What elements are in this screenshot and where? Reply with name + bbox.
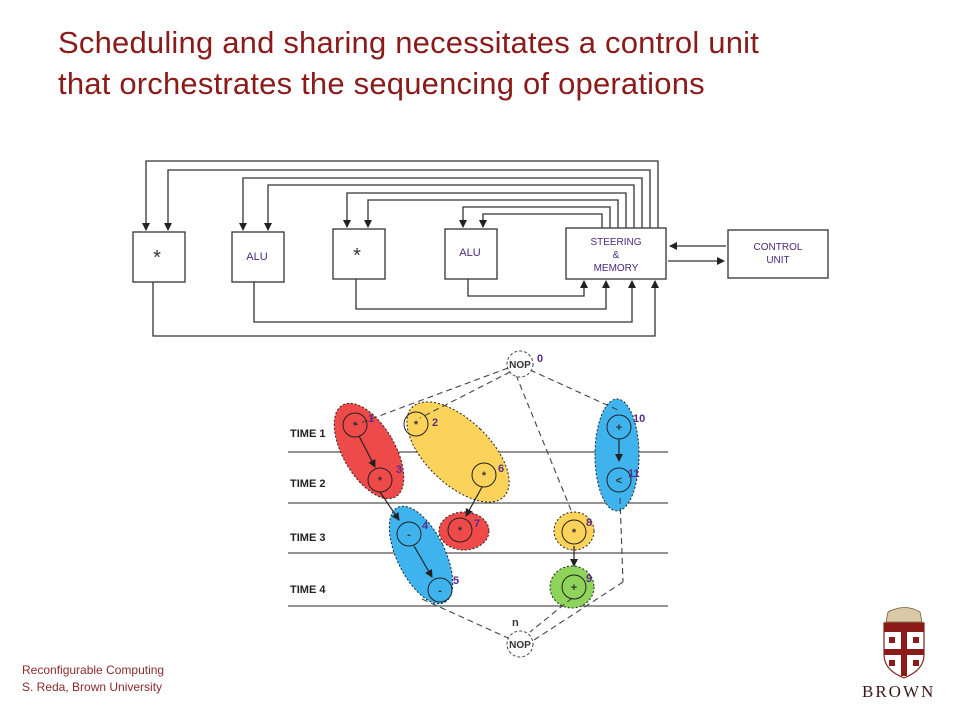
steering-label-2: & [613, 250, 620, 261]
node-10-id: 10 [633, 413, 645, 425]
group-alu-a [388, 505, 454, 605]
datapath-diagram [132, 160, 829, 337]
unit-label-2: ALU [246, 251, 267, 263]
steering-label-3: MEMORY [594, 263, 639, 274]
time-label-3: TIME 3 [290, 532, 325, 544]
sink-nop-op: NOP [509, 640, 531, 651]
alu-box-1 [231, 231, 285, 283]
unit-label-1: * [153, 247, 161, 269]
control-unit-box [727, 229, 829, 279]
sink-nop-id: n [512, 617, 519, 629]
slide-title: Scheduling and sharing necessitates a co… [58, 22, 938, 104]
node-7-op: * [458, 525, 463, 537]
node-3-id: 3 [396, 464, 402, 476]
node-5-op: - [438, 585, 442, 597]
steering-label-1: STEERING [590, 237, 641, 248]
node-10-op: + [616, 422, 622, 434]
node-5-id: 5 [453, 575, 459, 587]
brown-university-logo [883, 607, 925, 679]
node-9-id: 9 [586, 573, 592, 585]
node-9-op: + [571, 582, 577, 594]
node-1-id: 1 [368, 413, 374, 425]
node-11-op: < [616, 475, 622, 487]
source-nop-node: NOP 0 [506, 350, 543, 378]
alu-box-2 [444, 228, 498, 280]
node-6-id: 6 [498, 463, 504, 475]
footer-author: S. Reda, Brown University [22, 680, 163, 694]
time-label-1: TIME 1 [290, 428, 325, 440]
node-6-op: * [482, 470, 487, 482]
node-2-op: * [414, 419, 419, 431]
node-7-id: 7 [474, 518, 480, 530]
slide-title-line-1: Scheduling and sharing necessitates a co… [58, 25, 760, 60]
brown-logo-text: BROWN [862, 682, 936, 701]
multiplier-box-2 [332, 228, 386, 280]
sink-nop-node: NOP n [506, 617, 534, 658]
control-label-2: UNIT [766, 255, 789, 266]
group-mult-b [406, 401, 510, 503]
schedule-graph: TIME 1 TIME 2 TIME 3 TIME 4 [288, 350, 668, 658]
group-mult-d [553, 511, 595, 551]
footer-course: Reconfigurable Computing [22, 663, 165, 677]
control-label-1: CONTROL [754, 242, 803, 253]
source-nop-id: 0 [537, 353, 543, 365]
node-4-op: - [407, 529, 411, 541]
node-2-id: 2 [432, 417, 438, 429]
node-11-id: 11 [628, 468, 640, 480]
unit-label-4: ALU [459, 247, 480, 259]
node-3-op: * [378, 475, 383, 487]
node-8-op: * [572, 527, 577, 539]
multiplier-box-1 [132, 231, 186, 283]
datapath-labels: * ALU * ALU STEERING & MEMORY CONTROL UN… [153, 237, 803, 274]
group-mult-c [438, 511, 490, 551]
slide-title-line-2: that orchestrates the sequencing of oper… [58, 66, 705, 101]
unit-label-3: * [353, 245, 361, 267]
time-label-4: TIME 4 [290, 584, 326, 596]
group-mult-a [333, 402, 405, 500]
time-label-2: TIME 2 [290, 478, 325, 490]
node-4-id: 4 [422, 520, 429, 532]
footer: Reconfigurable Computing S. Reda, Brown … [22, 662, 164, 696]
node-1-op: * [353, 420, 358, 432]
node-8-id: 8 [586, 517, 592, 529]
steering-memory-box [565, 227, 667, 280]
source-nop-op: NOP [509, 360, 531, 371]
